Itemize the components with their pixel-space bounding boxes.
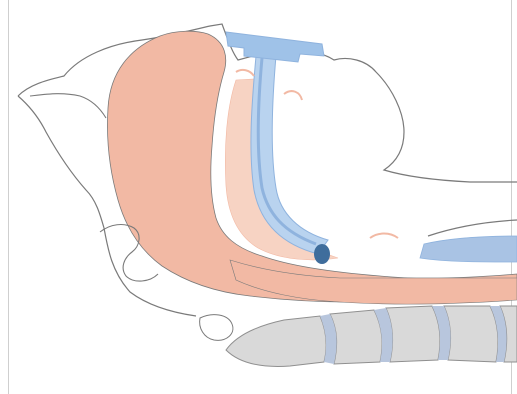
vertebra [444, 306, 498, 362]
tissue-marker [236, 70, 254, 76]
cervical-spine [226, 306, 517, 366]
trachea-lumen [420, 236, 517, 262]
hyoid-outline [200, 315, 233, 341]
vertebra [226, 316, 326, 366]
vertebra [330, 310, 382, 364]
nasal-contour-outline [30, 94, 106, 118]
airway-device-connector [226, 32, 324, 62]
tissue-marker [370, 234, 398, 239]
tissue-marker [284, 91, 302, 100]
vertebra [386, 306, 440, 362]
airway-device-tip [314, 244, 330, 264]
